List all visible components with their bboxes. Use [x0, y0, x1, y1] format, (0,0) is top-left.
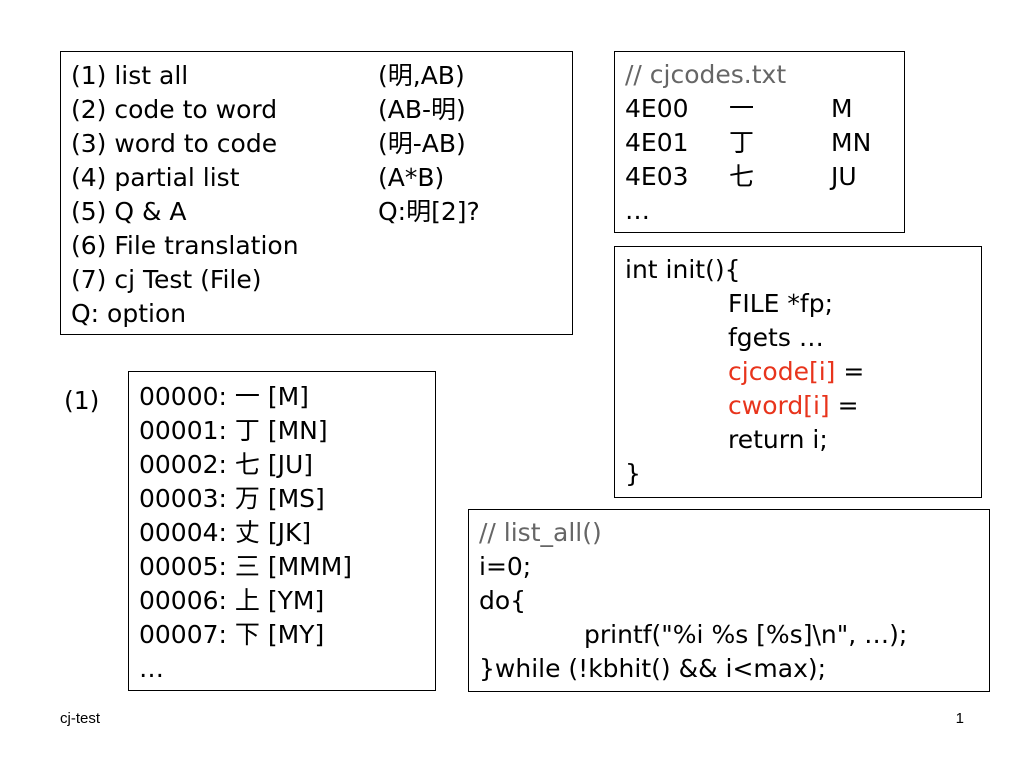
menu-row: Q: option	[71, 297, 572, 331]
list-item: 00004: 丈 [JK]	[139, 518, 312, 547]
menu-row: (2) code to word (AB-明)	[71, 93, 572, 127]
code-line: fgets …	[728, 323, 824, 352]
menu-option-hint: Q:明[2]?	[378, 197, 480, 226]
cjcodes-word: 丁	[729, 128, 755, 157]
code-line: printf("%i %s [%s]\n", …);	[584, 620, 908, 649]
menu-row: (4) partial list (A*B)	[71, 161, 572, 195]
code-line: int init(){	[625, 255, 741, 284]
menu-box: (1) list all (明,AB) (2) code to word (AB-明…	[60, 51, 573, 335]
cjcodes-ellipsis: …	[625, 196, 650, 225]
footer-title: cj-test	[60, 710, 101, 727]
list-item: 00002: 七 [JU]	[139, 450, 314, 479]
menu-option: (6) File translation	[71, 231, 299, 260]
menu-option: (2) code to word	[71, 95, 278, 124]
list-item: 00000: 一 [M]	[139, 382, 309, 411]
list-item: 00005: 三 [MMM]	[139, 552, 353, 581]
list-item: 00001: 丁 [MN]	[139, 416, 328, 445]
cjcodes-hex: 4E03	[625, 162, 689, 191]
highlighted-variable: cjcode[i]	[728, 357, 836, 386]
menu-option-hint: (AB-明)	[378, 95, 466, 124]
highlighted-variable: cword[i]	[728, 391, 830, 420]
code-line: i=0;	[479, 552, 532, 581]
code-line: return i;	[728, 425, 828, 454]
cjcodes-code: MN	[831, 128, 872, 157]
code-line: cjcode[i] =	[625, 355, 981, 389]
cjcodes-row: 4E00 一 M	[625, 92, 904, 126]
menu-option: (7) cj Test (File)	[71, 265, 262, 294]
code-line: do{	[479, 586, 527, 615]
code-fragment: =	[829, 391, 859, 420]
menu-row: (6) File translation	[71, 229, 572, 263]
code-line: }while (!kbhit() && i<max);	[479, 654, 827, 683]
code-fragment: =	[835, 357, 865, 386]
cjcodes-comment: // cjcodes.txt	[625, 60, 787, 89]
menu-row: (5) Q & A Q:明[2]?	[71, 195, 572, 229]
cjcodes-hex: 4E01	[625, 128, 689, 157]
cjcodes-word: 七	[729, 162, 755, 191]
list-item: 00003: 万 [MS]	[139, 484, 325, 513]
page-number: 1	[955, 710, 964, 727]
cjcodes-file-box: // cjcodes.txt 4E00 一 M 4E01 丁 MN 4E03 七 JU …	[614, 51, 905, 233]
cjcodes-row: 4E01 丁 MN	[625, 126, 904, 160]
menu-row: (7) cj Test (File)	[71, 263, 572, 297]
menu-option: (5) Q & A	[71, 197, 187, 226]
list-item: 00006: 上 [YM]	[139, 586, 325, 615]
menu-option-hint: (明-AB)	[378, 129, 466, 158]
cjcodes-row: 4E03 七 JU	[625, 160, 904, 194]
menu-option: (4) partial list	[71, 163, 240, 192]
code-line: cword[i] =	[625, 389, 981, 423]
code-line: FILE *fp;	[728, 289, 834, 318]
cjcodes-word: 一	[729, 94, 755, 123]
code-comment: // list_all()	[479, 518, 602, 547]
code-line: }	[625, 459, 641, 488]
list-item: 00007: 下 [MY]	[139, 620, 325, 649]
menu-row: (3) word to code (明-AB)	[71, 127, 572, 161]
cjcodes-code: JU	[831, 162, 857, 191]
menu-option: (3) word to code	[71, 129, 278, 158]
init-code-box: int init(){ FILE *fp; fgets … cjcode[i] …	[614, 246, 982, 498]
cjcodes-code: M	[831, 94, 853, 123]
list-item: …	[139, 654, 164, 683]
menu-option: (1) list all	[71, 61, 189, 90]
list-output-box: 00000: 一 [M] 00001: 丁 [MN] 00002: 七 [JU]…	[128, 371, 436, 691]
menu-option-hint: (明,AB)	[378, 61, 465, 90]
menu-option-hint: (A*B)	[378, 163, 445, 192]
menu-prompt: Q: option	[71, 299, 187, 328]
list-output-label: (1)	[64, 386, 100, 415]
cjcodes-hex: 4E00	[625, 94, 689, 123]
list-all-code-box: // list_all() i=0; do{ printf("%i %s [%s…	[468, 509, 990, 692]
menu-row: (1) list all (明,AB)	[71, 59, 572, 93]
